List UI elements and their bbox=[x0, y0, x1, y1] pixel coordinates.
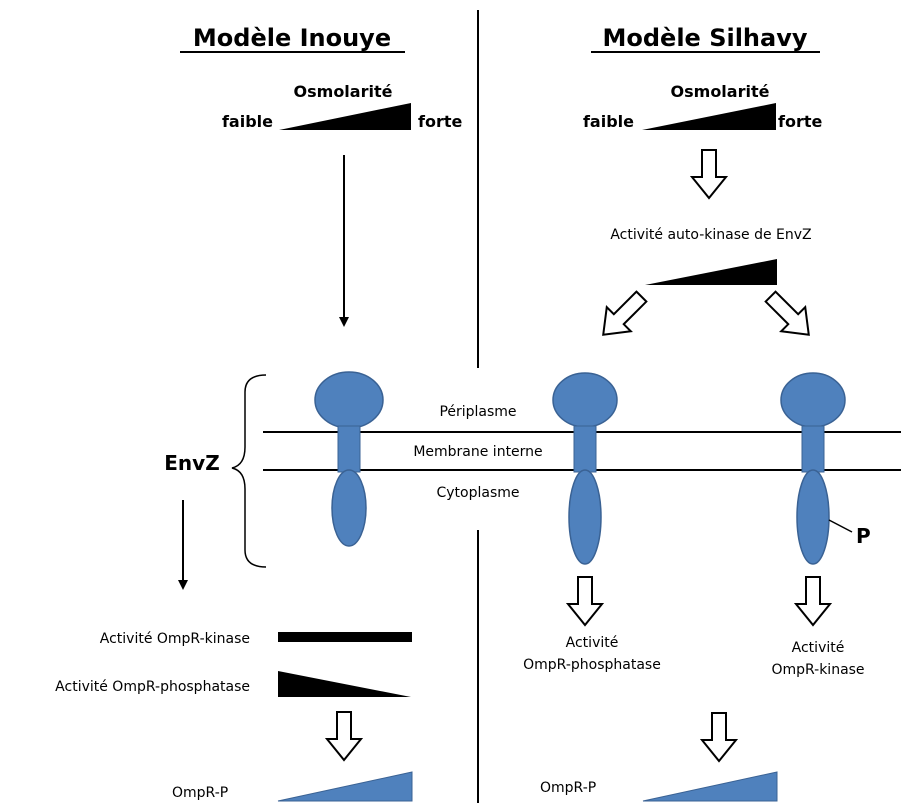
inner-membrane-label: Membrane interne bbox=[413, 444, 542, 460]
right-phosphatase-label-line1: Activité bbox=[566, 635, 619, 651]
envz-bracket bbox=[231, 374, 267, 568]
left-osmolarity-wedge bbox=[279, 103, 411, 130]
envz-label: EnvZ bbox=[164, 451, 219, 475]
left-kinase-bar bbox=[278, 632, 412, 642]
right-osmolarity-wedge bbox=[642, 103, 776, 130]
left-osmolarity-high: forte bbox=[418, 112, 462, 131]
right-phosphatase-label-line2: OmpR-phosphatase bbox=[523, 657, 661, 673]
phospho-mark: P bbox=[856, 524, 871, 548]
left-osmolarity-label: Osmolarité bbox=[294, 82, 393, 101]
autokinase-wedge bbox=[645, 259, 777, 285]
phospho-link bbox=[828, 519, 853, 533]
right-kinase-label-line2: OmpR-kinase bbox=[771, 662, 864, 678]
left-phosphatase-wedge bbox=[278, 671, 411, 697]
right-hollow-arrow-diag-left bbox=[602, 290, 648, 336]
periplasm-label: Périplasme bbox=[439, 404, 516, 420]
right-title: Modèle Silhavy bbox=[603, 24, 808, 52]
envz-protein-kinase bbox=[780, 372, 846, 565]
right-kinase-label-line1: Activité bbox=[792, 640, 845, 656]
right-hollow-arrow-bottom bbox=[699, 712, 739, 763]
left-kinase-label: Activité OmpR-kinase bbox=[100, 631, 250, 647]
right-ompr-wedge bbox=[642, 771, 778, 802]
left-ompr-wedge bbox=[277, 771, 413, 802]
right-ompr-label: OmpR-P bbox=[540, 780, 596, 796]
autokinase-label: Activité auto-kinase de EnvZ bbox=[610, 227, 811, 243]
envz-protein-phosphatase bbox=[552, 372, 618, 565]
phosphatase-hollow-arrow bbox=[565, 576, 605, 627]
left-ompr-label: OmpR-P bbox=[172, 785, 228, 801]
left-title: Modèle Inouye bbox=[193, 24, 391, 52]
cytoplasm-label: Cytoplasme bbox=[436, 485, 519, 501]
right-osmolarity-label: Osmolarité bbox=[671, 82, 770, 101]
right-hollow-arrow-diag-right bbox=[764, 290, 810, 336]
left-hollow-arrow bbox=[324, 711, 364, 762]
left-phosphatase-label: Activité OmpR-phosphatase bbox=[55, 679, 250, 695]
left-osmolarity-low: faible bbox=[222, 112, 273, 131]
right-hollow-arrow-top bbox=[689, 149, 729, 200]
right-osmolarity-high: forte bbox=[778, 112, 822, 131]
envz-protein-left bbox=[314, 371, 384, 547]
right-osmolarity-low: faible bbox=[583, 112, 634, 131]
kinase-hollow-arrow bbox=[793, 576, 833, 627]
